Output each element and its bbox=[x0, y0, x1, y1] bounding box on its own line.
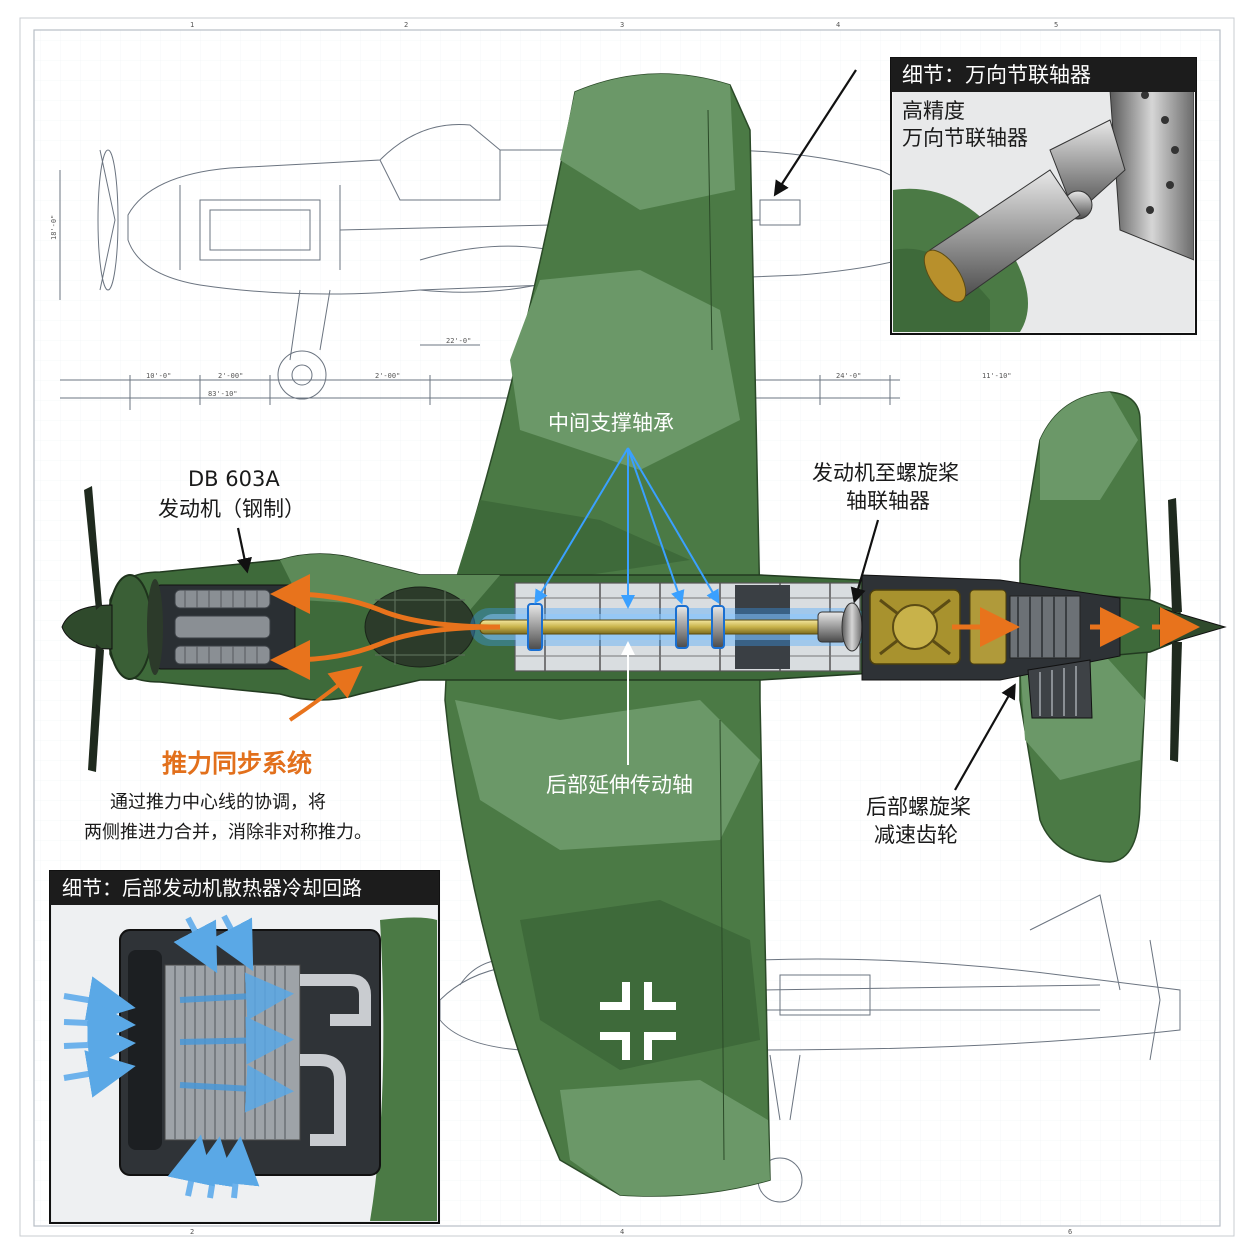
label-gearbox-line2: 减速齿轮 bbox=[874, 823, 958, 847]
support-bearing bbox=[527, 603, 543, 651]
balkenkreuz-icon bbox=[600, 982, 676, 1060]
grid-number-bottom: 2 bbox=[190, 1228, 194, 1236]
tail-camo-patch bbox=[1040, 392, 1138, 500]
coolant-pipe bbox=[300, 1054, 346, 1146]
thrust-flow-arrows bbox=[270, 574, 1200, 722]
support-bearing bbox=[711, 605, 725, 649]
grid-number-bottom: 6 bbox=[1068, 1228, 1072, 1236]
dimension-label: 18'-0" bbox=[50, 215, 58, 240]
wing-camo-patch bbox=[510, 270, 740, 470]
label-gearbox-line1: 后部螺旋桨 bbox=[866, 795, 971, 819]
frame-grid-numbers: 1 2 3 4 5 2 4 6 bbox=[190, 21, 1072, 1236]
coolant-pipe bbox=[300, 974, 371, 1026]
label-engine-line2: 发动机（钢制） bbox=[158, 497, 305, 521]
dimension-label: 2'-00" bbox=[218, 372, 243, 380]
rear-propeller-blade bbox=[1170, 642, 1182, 762]
incoming-airflow-arrows bbox=[63, 914, 260, 1199]
dimension-label: 2'-00" bbox=[375, 372, 400, 380]
black-leader-lines bbox=[236, 69, 1016, 791]
grid-number-bottom: 4 bbox=[620, 1228, 624, 1236]
label-thrust-title: 推力同步系统 bbox=[162, 749, 312, 778]
grid-number-top: 5 bbox=[1054, 21, 1058, 29]
fuselage-skin bbox=[370, 917, 437, 1221]
dimension-label: 83'-10" bbox=[208, 390, 238, 398]
dimension-labels-top: 10'-0" 2'-00" 2'-00" 24'-0" 11'-10" 83'-… bbox=[50, 215, 1012, 398]
wing-camo-patch bbox=[560, 74, 735, 210]
detail-caption-line1: 高精度 bbox=[902, 99, 965, 123]
thrust-callout-arrow bbox=[288, 666, 363, 722]
detail-box-titlebar bbox=[50, 871, 439, 905]
label-thrust-desc-line2: 两侧推进力合并，消除非对称推力。 bbox=[84, 822, 372, 843]
detail-box-radiator: 细节：后部发动机散热器冷却回路 bbox=[49, 870, 440, 1224]
wing-camo-patch bbox=[560, 1080, 770, 1196]
front-propeller-blade bbox=[84, 486, 102, 610]
ujoint-yoke bbox=[1049, 119, 1126, 216]
engine-cowling bbox=[107, 574, 153, 680]
aileron-line bbox=[707, 109, 725, 1161]
front-spinner bbox=[61, 604, 113, 650]
label-bearings: 中间支撑轴承 bbox=[548, 411, 674, 435]
wing-camo-patch bbox=[455, 700, 760, 850]
front-propeller-blade bbox=[88, 644, 104, 772]
reduction-gear-teeth bbox=[1039, 666, 1077, 716]
detail-box-universal-joint: 细节：万向节联轴器 高精度 万向节联轴器 bbox=[890, 57, 1197, 335]
bearing-leader-lines bbox=[534, 447, 720, 609]
rear-propeller-blade bbox=[1168, 498, 1182, 612]
dimension-label: 11'-10" bbox=[982, 372, 1012, 380]
grid-number-top: 1 bbox=[190, 21, 194, 29]
label-coupling-line2: 轴联轴器 bbox=[846, 489, 930, 513]
outer-border bbox=[19, 17, 1235, 1237]
reduction-gearbox bbox=[1027, 659, 1093, 719]
radiator-intake-ring bbox=[128, 950, 162, 1150]
detail-caption-line2: 万向节联轴器 bbox=[902, 126, 1028, 150]
thrust-arrow bbox=[270, 624, 501, 680]
thrust-arrow bbox=[270, 574, 501, 630]
internal-airflow-arrows bbox=[179, 972, 294, 1113]
dimension-label: 10'-0" bbox=[146, 372, 171, 380]
bronze-bushing bbox=[923, 249, 967, 303]
engine-cylinders bbox=[174, 589, 271, 665]
grid-number-top: 3 bbox=[620, 21, 624, 29]
detail-box-titlebar bbox=[891, 58, 1196, 92]
detail-box-title: 细节：后部发动机散热器冷却回路 bbox=[62, 876, 362, 900]
wing-camo-patch bbox=[455, 500, 690, 585]
grid-number-top: 2 bbox=[404, 21, 408, 29]
dimension-label: 24'-0" bbox=[836, 372, 861, 380]
cowling-ring bbox=[147, 579, 163, 675]
cockpit bbox=[364, 586, 476, 668]
label-thrust-desc-line1: 通过推力中心线的协调，将 bbox=[110, 792, 326, 813]
dimension-label: 22'-0" bbox=[446, 337, 471, 345]
support-bearing bbox=[675, 605, 689, 649]
wing-camo-patch bbox=[520, 900, 760, 1070]
aircraft-top-view bbox=[61, 73, 1227, 1197]
label-extension-shaft: 后部延伸传动轴 bbox=[546, 773, 693, 797]
detail-box-title: 细节：万向节联轴器 bbox=[902, 63, 1091, 87]
label-engine-line1: DB 603A bbox=[188, 467, 280, 491]
grid-number-top: 4 bbox=[836, 21, 840, 29]
label-coupling-line1: 发动机至螺旋桨 bbox=[812, 461, 959, 485]
